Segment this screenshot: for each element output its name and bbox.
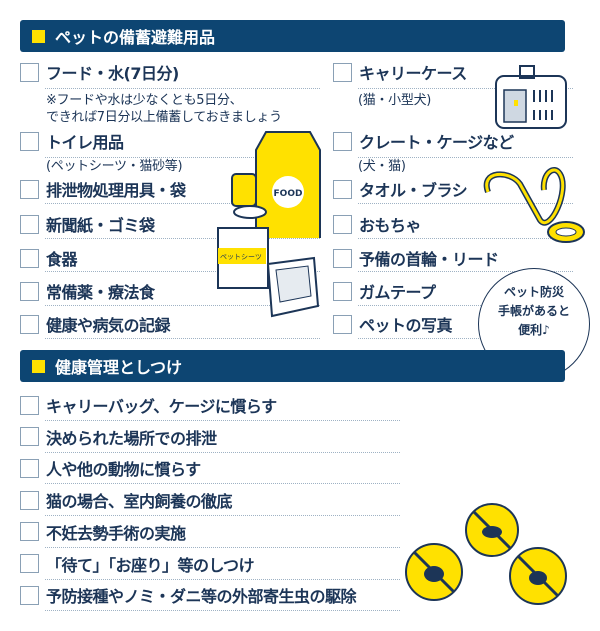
yellow-square-icon bbox=[32, 359, 45, 373]
checkbox[interactable] bbox=[20, 131, 39, 151]
check-item[interactable]: 健康や病気の記録 bbox=[20, 311, 171, 337]
item-label: 予防接種やノミ・ダニ等の外部寄生虫の駆除 bbox=[46, 587, 357, 607]
item-label: おもちゃ bbox=[359, 216, 422, 235]
item-label: ガムテープ bbox=[359, 283, 436, 302]
checkbox[interactable] bbox=[20, 248, 39, 268]
check-item[interactable]: おもちゃ bbox=[333, 211, 422, 237]
check-item[interactable]: クレート・ケージなど bbox=[333, 128, 514, 154]
checkbox[interactable] bbox=[333, 248, 352, 268]
parasite-prohibited-icons bbox=[405, 503, 567, 605]
checkbox[interactable] bbox=[20, 427, 39, 447]
check-item[interactable]: 食器 bbox=[20, 245, 78, 271]
checkbox[interactable] bbox=[333, 281, 352, 301]
checkbox[interactable] bbox=[20, 314, 39, 334]
check-item[interactable]: 不妊去勢手術の実施 bbox=[20, 519, 186, 545]
check-item[interactable]: 新聞紙・ゴミ袋 bbox=[20, 211, 155, 237]
bubble-text: 便利♪ bbox=[518, 322, 550, 337]
checkbox[interactable] bbox=[20, 522, 39, 542]
item-label: 新聞紙・ゴミ袋 bbox=[46, 216, 155, 235]
checkbox[interactable] bbox=[20, 179, 39, 199]
checkbox[interactable] bbox=[20, 585, 39, 605]
checkbox[interactable] bbox=[333, 62, 352, 82]
checkbox[interactable] bbox=[333, 214, 352, 234]
check-item[interactable]: 猫の場合、室内飼養の徹底 bbox=[20, 487, 233, 513]
item-label: 食器 bbox=[46, 250, 78, 269]
checkbox[interactable] bbox=[333, 179, 352, 199]
yellow-square-icon bbox=[32, 29, 45, 43]
check-item[interactable]: 予備の首輪・リード bbox=[333, 245, 499, 271]
pet-sheet-litter-box-icon: ペットシーツ bbox=[217, 227, 320, 318]
item-label: 決められた場所での排泄 bbox=[46, 428, 217, 448]
item-label: キャリーケース bbox=[359, 64, 467, 83]
section-header-supplies: ペットの備蓄避難用品 bbox=[20, 20, 565, 52]
checkbox[interactable] bbox=[20, 490, 39, 510]
item-label: 常備薬・療法食 bbox=[46, 283, 155, 302]
check-item[interactable]: 「待て」「お座り」等のしつけ bbox=[20, 551, 255, 577]
checkbox[interactable] bbox=[20, 281, 39, 301]
item-label: トイレ用品 bbox=[46, 133, 124, 152]
item-label: クレート・ケージなど bbox=[359, 133, 514, 152]
note: (猫・小型犬) bbox=[358, 93, 432, 108]
section-title: ペットの備蓄避難用品 bbox=[55, 28, 216, 47]
check-item[interactable]: ペットの写真 bbox=[333, 311, 453, 337]
bubble-text: 手帳があると bbox=[497, 303, 570, 318]
checkbox[interactable] bbox=[20, 214, 39, 234]
note: ※フードや水は少なくとも5日分、 bbox=[46, 93, 243, 108]
food-label: FOOD bbox=[274, 189, 303, 199]
check-item[interactable]: 排泄物処理用具・袋 bbox=[20, 176, 186, 202]
item-label: 「待て」「お座り」等のしつけ bbox=[46, 555, 255, 575]
item-label: 人や他の動物に慣らす bbox=[46, 460, 201, 480]
section-header-health: 健康管理としつけ bbox=[20, 350, 565, 382]
checkbox[interactable] bbox=[20, 62, 39, 82]
check-item[interactable]: トイレ用品 bbox=[20, 128, 124, 154]
item-label: タオル・ブラシ bbox=[359, 181, 468, 200]
leash-collar-icon bbox=[483, 167, 585, 243]
item-label: 排泄物処理用具・袋 bbox=[46, 181, 186, 200]
check-item[interactable]: キャリーケース bbox=[333, 59, 467, 85]
check-item[interactable]: 人や他の動物に慣らす bbox=[20, 455, 201, 481]
note: できれば7日分以上備蓄しておきましょう bbox=[46, 110, 282, 125]
check-item[interactable]: タオル・ブラシ bbox=[333, 176, 468, 202]
note: (ペットシーツ・猫砂等) bbox=[46, 159, 183, 174]
note: (犬・猫) bbox=[358, 159, 406, 174]
check-item[interactable]: フード・水(7日分) bbox=[20, 59, 179, 85]
check-item[interactable]: 常備薬・療法食 bbox=[20, 278, 155, 304]
check-item[interactable]: 予防接種やノミ・ダニ等の外部寄生虫の駆除 bbox=[20, 582, 357, 608]
item-label: 健康や病気の記録 bbox=[46, 316, 171, 335]
item-label: 不妊去勢手術の実施 bbox=[46, 523, 186, 543]
check-item[interactable]: 決められた場所での排泄 bbox=[20, 424, 217, 450]
checkbox[interactable] bbox=[20, 554, 39, 573]
check-item[interactable]: キャリーバッグ、ケージに慣らす bbox=[20, 392, 277, 418]
item-label: 予備の首輪・リード bbox=[359, 250, 499, 269]
item-label: 猫の場合、室内飼養の徹底 bbox=[46, 492, 233, 512]
checkbox[interactable] bbox=[20, 458, 39, 478]
pet-food-icon: FOOD bbox=[231, 131, 321, 238]
item-label: フード・水(7日分) bbox=[46, 64, 179, 83]
checkbox[interactable] bbox=[333, 131, 352, 151]
bubble-text: ペット防災 bbox=[503, 284, 564, 299]
item-label: キャリーバッグ、ケージに慣らす bbox=[46, 397, 277, 416]
item-label: ペットの写真 bbox=[359, 316, 453, 335]
section-title: 健康管理としつけ bbox=[55, 358, 183, 377]
sheet-label: ペットシーツ bbox=[220, 253, 262, 261]
checkbox[interactable] bbox=[333, 314, 352, 334]
carrier-case-icon bbox=[495, 65, 567, 129]
check-item[interactable]: ガムテープ bbox=[333, 278, 436, 304]
checkbox[interactable] bbox=[20, 395, 39, 415]
